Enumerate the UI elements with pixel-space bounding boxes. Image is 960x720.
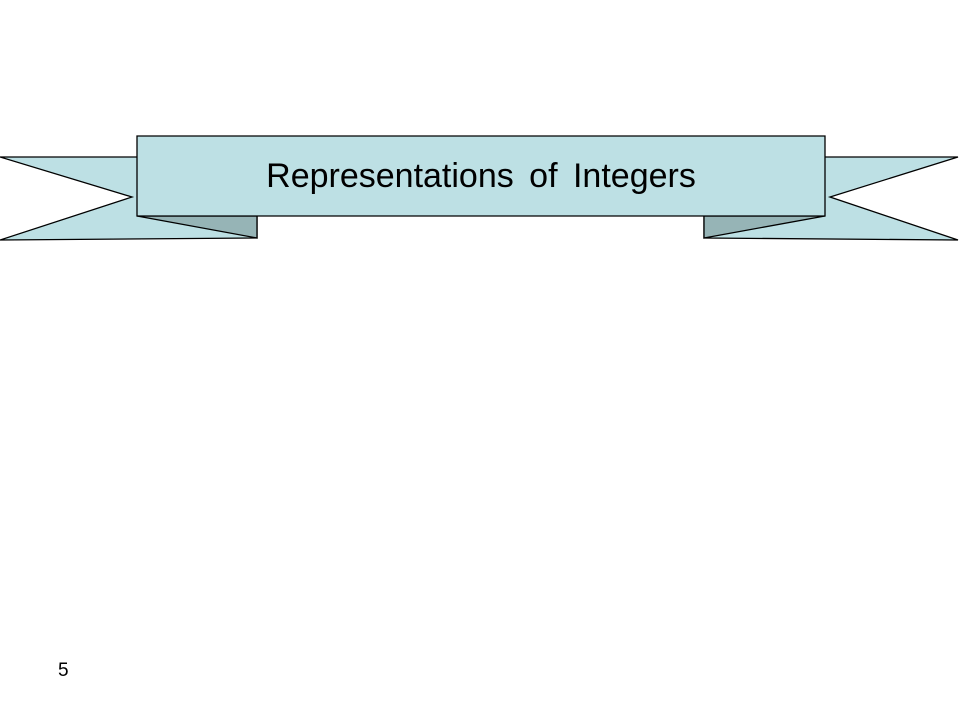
ribbon-face bbox=[136, 135, 826, 217]
ribbon-banner-graphic bbox=[0, 135, 959, 241]
ribbon-banner: Representations of Integers bbox=[0, 0, 960, 260]
slide-title: Representations of Integers bbox=[266, 156, 696, 195]
slide-number: 5 bbox=[58, 660, 69, 681]
